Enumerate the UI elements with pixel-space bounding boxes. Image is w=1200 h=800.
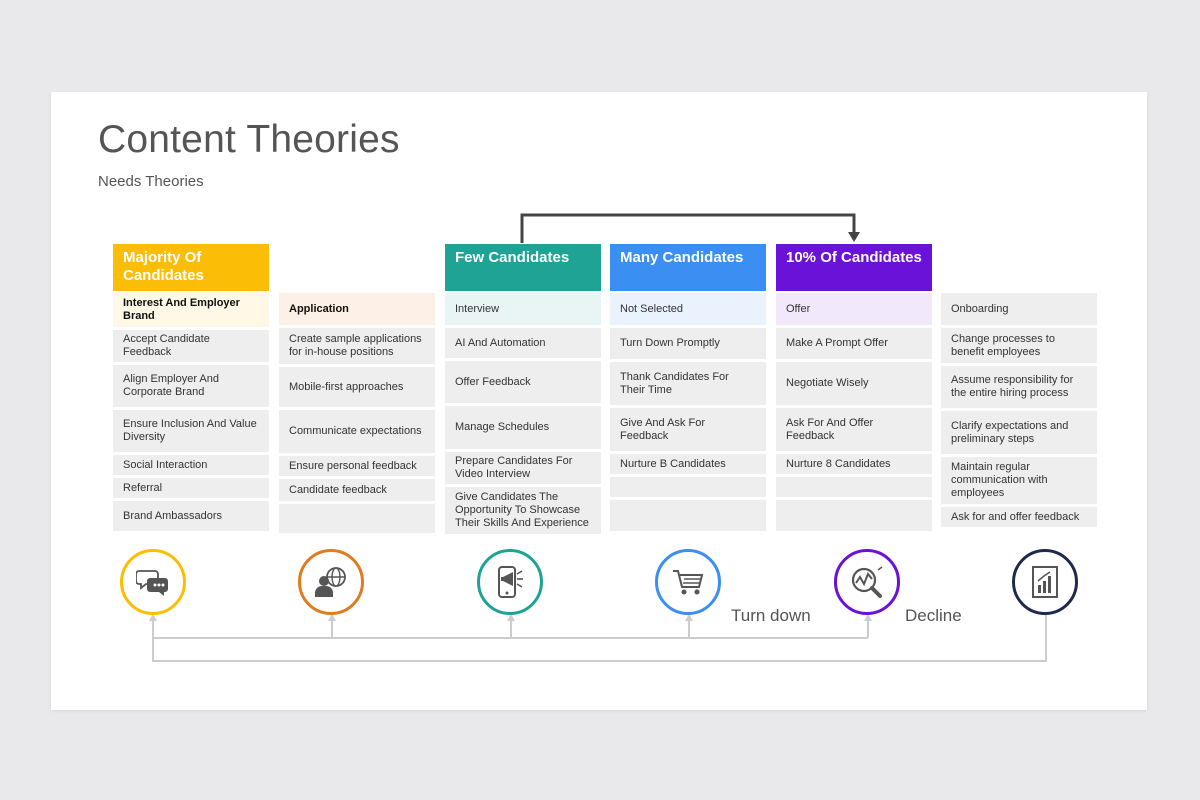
- list-item: Interview: [445, 293, 601, 325]
- list-item: Maintain regular communication with empl…: [941, 457, 1097, 504]
- list-item: Ensure personal feedback: [279, 456, 435, 476]
- list-item: Mobile-first approaches: [279, 367, 435, 407]
- magnifier-chart-icon: [834, 549, 900, 615]
- list-item: Assume responsibility for the entire hir…: [941, 366, 1097, 408]
- list-item: Give And Ask For Feedback: [610, 408, 766, 451]
- page-title: Content Theories: [98, 118, 400, 161]
- list-item: Candidate feedback: [279, 479, 435, 501]
- list-item: Change processes to benefit employees: [941, 328, 1097, 363]
- list-item: Prepare Candidates For Video Interview: [445, 452, 601, 484]
- list-item: Align Employer And Corporate Brand: [113, 365, 269, 407]
- list-item: [610, 500, 766, 531]
- list-item: Make A Prompt Offer: [776, 328, 932, 359]
- person-globe-icon: [298, 549, 364, 615]
- list-item: Application: [279, 293, 435, 325]
- list-item: Social Interaction: [113, 455, 269, 475]
- list-item: Negotiate Wisely: [776, 362, 932, 405]
- page-subtitle: Needs Theories: [98, 173, 204, 190]
- list-item: Offer Feedback: [445, 361, 601, 403]
- list-item: Referral: [113, 478, 269, 498]
- list-item: Create sample applications for in-house …: [279, 328, 435, 364]
- list-item: Interest And Employer Brand: [113, 292, 269, 327]
- list-item: Brand Ambassadors: [113, 501, 269, 531]
- top-connector: [520, 213, 856, 243]
- column-header: Many Candidates: [610, 244, 766, 291]
- list-item: Nurture 8 Candidates: [776, 454, 932, 474]
- list-item: Communicate expectations: [279, 410, 435, 453]
- list-item: Nurture B Candidates: [610, 454, 766, 474]
- bar-chart-icon: [1012, 549, 1078, 615]
- list-item: Thank Candidates For Their Time: [610, 362, 766, 405]
- list-item: Ensure Inclusion And Value Diversity: [113, 410, 269, 452]
- column-header: Few Candidates: [445, 244, 601, 291]
- list-item: [776, 500, 932, 531]
- list-item: Manage Schedules: [445, 406, 601, 449]
- top-connector-arrowhead: [848, 232, 860, 242]
- list-item: [776, 477, 932, 497]
- list-item: Ask For And Offer Feedback: [776, 408, 932, 451]
- list-item: Ask for and offer feedback: [941, 507, 1097, 527]
- turn-down-label: Turn down: [731, 606, 811, 625]
- list-item: Clarify expectations and preliminary ste…: [941, 411, 1097, 454]
- decline-label: Decline: [905, 606, 962, 625]
- list-item: Not Selected: [610, 293, 766, 325]
- list-item: [610, 477, 766, 497]
- list-item: Give Candidates The Opportunity To Showc…: [445, 487, 601, 534]
- list-item: Turn Down Promptly: [610, 328, 766, 359]
- list-item: Onboarding: [941, 293, 1097, 325]
- list-item: Accept Candidate Feedback: [113, 330, 269, 362]
- column-header: 10% Of Candidates: [776, 244, 932, 291]
- shopping-cart-icon: [655, 549, 721, 615]
- list-item: AI And Automation: [445, 328, 601, 358]
- list-item: Offer: [776, 293, 932, 325]
- column-header: Majority Of Candidates: [113, 244, 269, 291]
- list-item: [279, 504, 435, 533]
- chat-bubbles-icon: [120, 549, 186, 615]
- phone-megaphone-icon: [477, 549, 543, 615]
